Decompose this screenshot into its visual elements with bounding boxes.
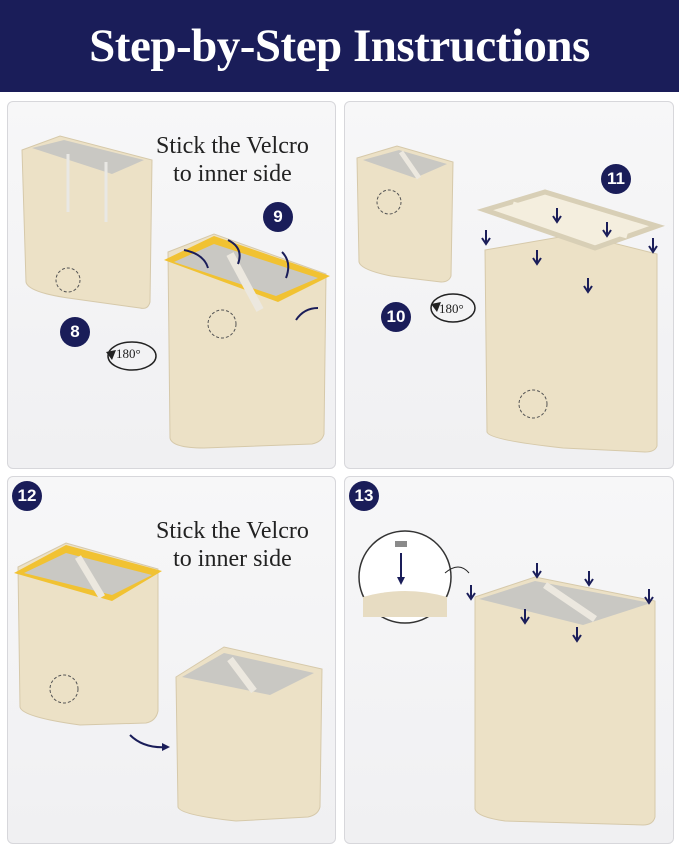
down-arrow-icon [481,208,658,294]
panel-steps-8-9: Stick the Velcro to inner side 9 8 180° [7,101,336,469]
rotate-arrow-icon [106,341,157,371]
caption-line-2: to inner side [173,546,292,572]
caption-line-1: Stick the Velcro [156,133,309,159]
step-badge-10: 10 [381,302,411,332]
step-badge-13: 13 [349,481,379,511]
caption-velcro: Stick the Velcro to inner side [156,132,309,188]
step-badge-9: 9 [263,202,293,232]
large-bin [476,189,665,453]
caption-line-2: to inner side [173,161,292,187]
yellow-rim-bin [14,542,162,726]
panel-step-13: 13 [344,476,674,844]
caption-velcro: Stick the Velcro to inner side [156,517,309,573]
down-arrow-icon [466,563,654,643]
panel-steps-10-11: 11 10 180° [344,101,674,469]
header-banner: Step-by-Step Instructions [0,0,679,92]
rotate-arrow-icon [430,293,476,323]
caption-line-1: Stick the Velcro [156,518,309,544]
screw-detail-circle [358,530,452,624]
rotation-label: 180° [439,301,464,316]
large-bin [164,233,330,449]
bins-illustration [356,145,665,453]
bins-illustration [21,135,330,449]
step-badge-11: 11 [601,164,631,194]
rotation-label: 180° [116,346,141,361]
white-rim-bin [175,646,323,822]
small-bin [356,145,454,283]
step-badge-8: 8 [60,317,90,347]
assembled-bin [474,576,656,826]
page-title: Step-by-Step Instructions [89,20,590,72]
bins-illustration [14,542,323,822]
step-badge-12: 12 [12,481,42,511]
small-bin [21,135,153,309]
screw-icon [395,541,407,547]
bins-illustration [358,530,656,826]
panel-step-12: 12 Stick the Velcro to inner side [7,476,336,844]
